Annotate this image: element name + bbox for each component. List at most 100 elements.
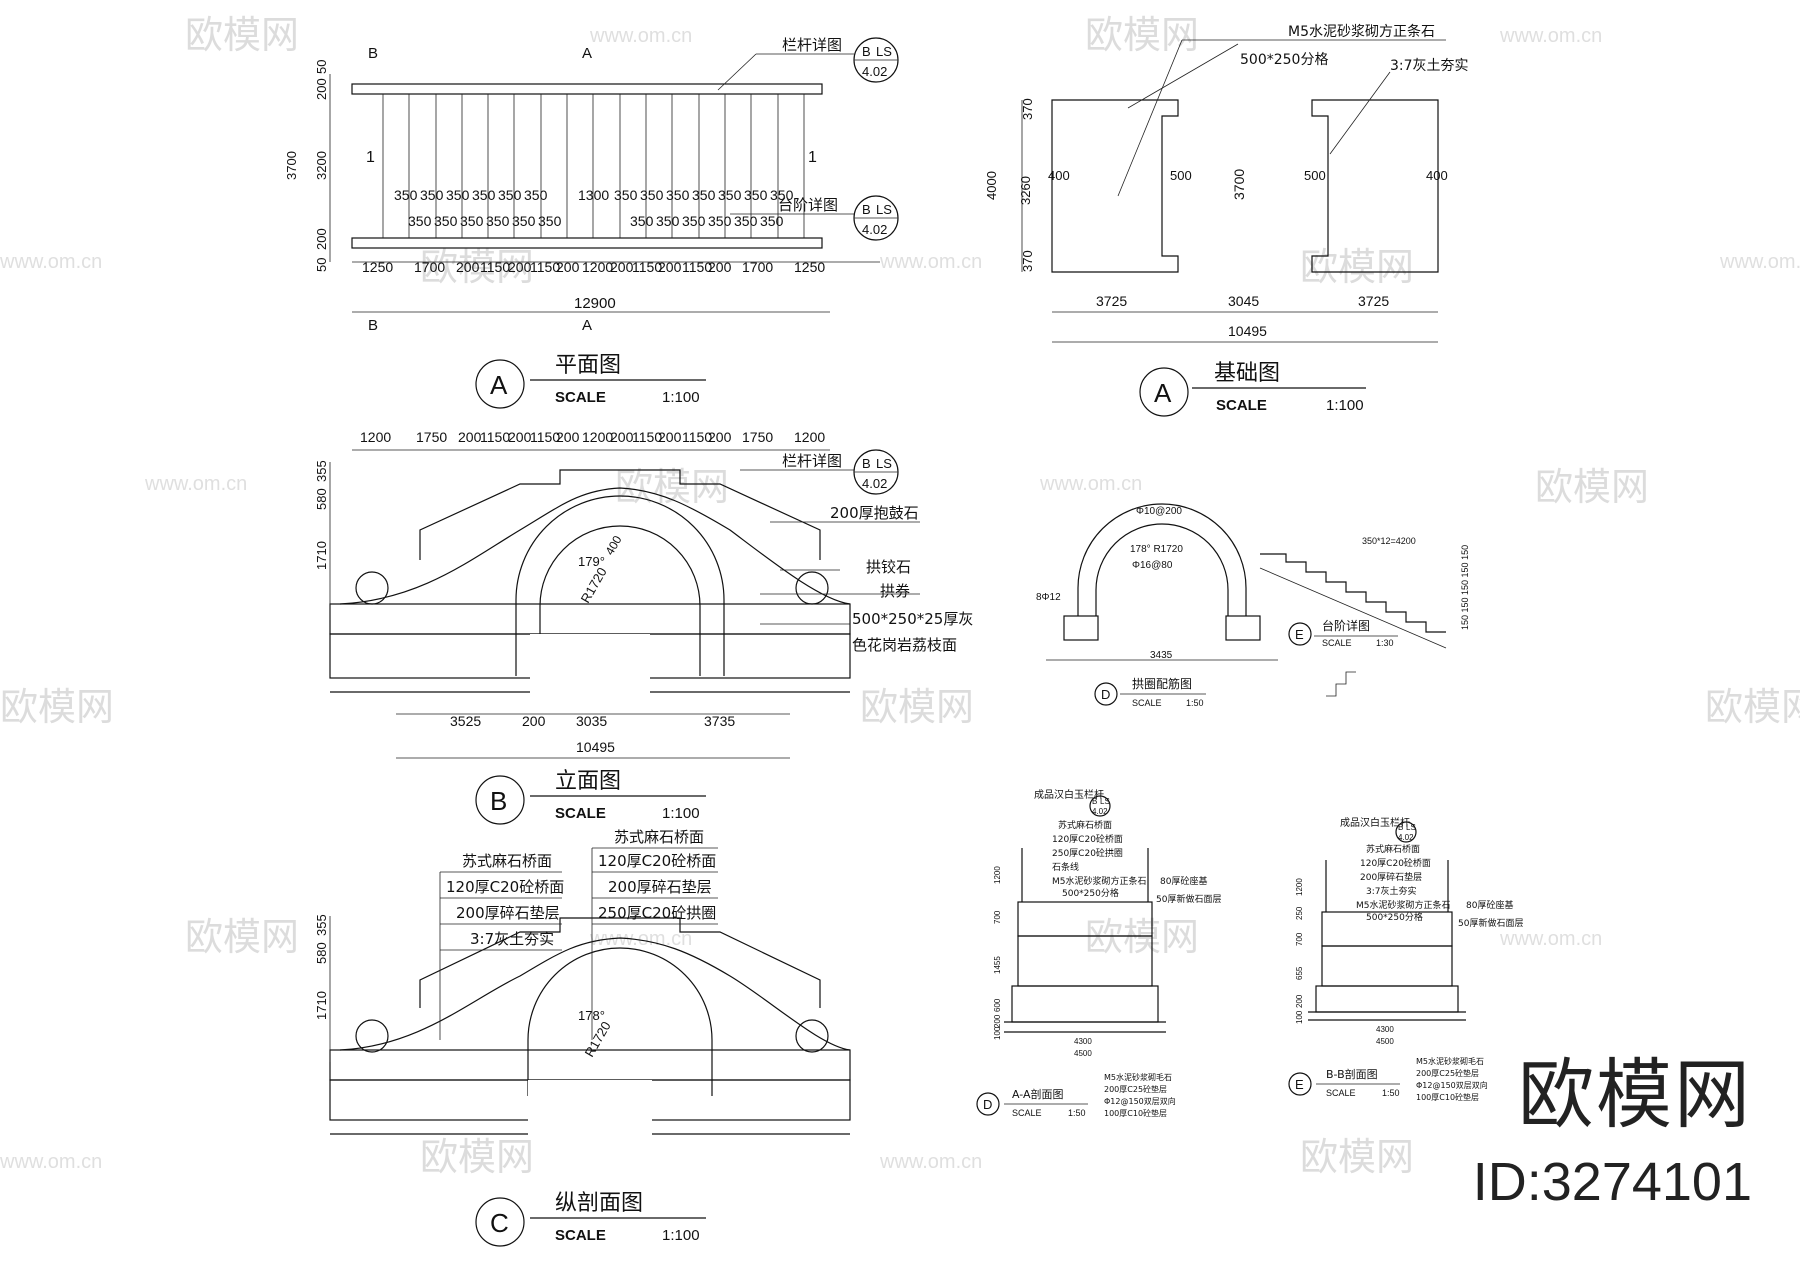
svg-text:655: 655: [1295, 966, 1304, 980]
svg-text:D: D: [983, 1097, 992, 1112]
svg-text:3525: 3525: [450, 713, 481, 729]
arch-rebar-title: 拱圈配筋图: [1132, 676, 1192, 691]
foundation-mid-dim: 3700: [1231, 169, 1247, 200]
foundation-note3: 3:7灰土夯实: [1390, 58, 1469, 74]
svg-text:3260: 3260: [1018, 176, 1033, 205]
svg-text:200厚碎石垫层: 200厚碎石垫层: [456, 904, 560, 922]
section-bb-marker: [1288, 1072, 1312, 1096]
watermark-brand: 欧模网: [860, 685, 974, 729]
plan-step-detail: 台阶详图: [778, 196, 838, 214]
svg-text:1150: 1150: [632, 259, 662, 275]
svg-text:580: 580: [314, 488, 329, 510]
svg-text:1200: 1200: [582, 429, 613, 445]
svg-text:150 150 150 150 150: 150 150 150 150 150: [1460, 545, 1470, 630]
plan-section-b-top: B: [368, 45, 378, 62]
watermark-site: www.om.cn: [879, 1151, 982, 1173]
watermark-brand: 欧模网: [1300, 1135, 1414, 1179]
watermark-brand: 欧模网: [185, 915, 299, 959]
svg-text:B: B: [862, 202, 871, 217]
svg-text:350: 350: [538, 213, 562, 229]
elevation-drum-label: 200厚抱鼓石: [830, 504, 919, 522]
svg-text:1250: 1250: [794, 259, 825, 275]
step-title: 台阶详图: [1322, 618, 1370, 633]
elevation-keystone-label: 拱铰石: [866, 558, 911, 576]
svg-text:200: 200: [708, 259, 732, 275]
watermark-site: www.om.cn: [589, 928, 692, 950]
svg-text:1750: 1750: [416, 429, 447, 445]
svg-text:200厚C25砼垫层: 200厚C25砼垫层: [1416, 1068, 1479, 1078]
foundation-total: 10495: [1228, 323, 1267, 339]
watermark-brand: 欧模网: [420, 245, 534, 289]
svg-text:200厚碎石垫层: 200厚碎石垫层: [608, 878, 712, 896]
longitudinal-left-notes: 苏式麻石桥面 120厚C20砼桥面 200厚碎石垫层 3:7灰土夯实: [446, 852, 564, 948]
watermark-brand: 欧模网: [185, 13, 299, 57]
svg-text:200: 200: [314, 78, 329, 100]
section-aa-view: 成品汉白玉栏杆 B LS 4.02 苏式麻石桥面 120厚C20砼桥面 250厚…: [976, 788, 1221, 1118]
svg-text:3735: 3735: [704, 713, 735, 729]
longitudinal-scale-label: SCALE: [555, 1227, 606, 1244]
svg-text:LS: LS: [876, 44, 892, 59]
svg-text:350: 350: [744, 187, 768, 203]
plan-railing-detail: 栏杆详图: [782, 36, 842, 54]
elevation-title: 立面图: [555, 769, 621, 794]
elevation-dims-left: 355 580 1710: [314, 460, 329, 570]
watermark-brand: 欧模网: [1085, 915, 1199, 959]
svg-text:200: 200: [314, 228, 329, 250]
svg-text:200: 200: [508, 259, 532, 275]
svg-text:200: 200: [456, 259, 480, 275]
watermark-site: www.om.cn: [1499, 928, 1602, 950]
elevation-arch-label: 拱券: [880, 582, 910, 600]
svg-text:350: 350: [770, 187, 794, 203]
plan-section-a-bottom: A: [582, 317, 592, 334]
elevation-dims-bottom: 3525 200 3035 3735: [450, 713, 735, 729]
step-detail-view: 350*12=4200 150 150 150 150 150 E 台阶详图 S…: [1259, 536, 1470, 697]
svg-text:3:7灰土夯实: 3:7灰土夯实: [1366, 885, 1417, 897]
plan-rail-top: [351, 83, 823, 95]
svg-text:Φ12@150双层双向: Φ12@150双层双向: [1416, 1080, 1488, 1090]
svg-text:3700: 3700: [284, 151, 299, 180]
svg-text:100厚C10砼垫层: 100厚C10砼垫层: [1104, 1108, 1167, 1118]
svg-text:1150: 1150: [632, 429, 662, 445]
svg-text:500: 500: [1170, 168, 1192, 183]
svg-text:3035: 3035: [576, 713, 607, 729]
foundation-note1: M5水泥砂浆砌方正条石: [1288, 23, 1435, 40]
section-aa-marker: [976, 1092, 1000, 1116]
svg-text:A: A: [1154, 378, 1172, 408]
elevation-angle: 179°: [578, 554, 605, 569]
svg-text:4500: 4500: [1376, 1037, 1394, 1046]
watermark-brand: 欧模网: [420, 1135, 534, 1179]
svg-text:石条线: 石条线: [1052, 861, 1079, 873]
svg-text:1150: 1150: [682, 259, 712, 275]
arch-rebar-top-note: Φ10@200: [1136, 506, 1182, 517]
svg-text:B: B: [1092, 797, 1097, 806]
svg-text:1150: 1150: [682, 429, 712, 445]
svg-text:A: A: [490, 370, 508, 400]
svg-text:200厚C25砼垫层: 200厚C25砼垫层: [1104, 1084, 1167, 1094]
svg-text:500*250分格: 500*250分格: [1062, 887, 1119, 899]
svg-text:50厚新做石面层: 50厚新做石面层: [1156, 893, 1221, 905]
svg-text:350*12=4200: 350*12=4200: [1362, 536, 1416, 546]
svg-text:350: 350: [498, 187, 522, 203]
svg-text:3045: 3045: [1228, 293, 1259, 309]
svg-text:100厚C10砼垫层: 100厚C10砼垫层: [1416, 1092, 1479, 1102]
svg-text:200: 200: [556, 429, 580, 445]
svg-text:350: 350: [718, 187, 742, 203]
plan-section-1-left: 1: [366, 149, 375, 166]
svg-text:4.02: 4.02: [862, 476, 887, 491]
svg-text:4300: 4300: [1376, 1025, 1394, 1034]
plan-scale: 1:100: [662, 389, 700, 406]
svg-text:200: 200: [1295, 994, 1304, 1008]
svg-text:苏式麻石桥面: 苏式麻石桥面: [614, 828, 704, 846]
elevation-granite-2: 色花岗岩荔枝面: [852, 636, 957, 654]
svg-text:SCALE: SCALE: [1012, 1108, 1042, 1118]
svg-text:1200: 1200: [1295, 878, 1304, 896]
svg-text:350: 350: [408, 213, 432, 229]
svg-text:1700: 1700: [414, 259, 445, 275]
svg-text:4.02: 4.02: [1398, 833, 1414, 842]
svg-text:4500: 4500: [1074, 1049, 1092, 1058]
svg-text:400: 400: [1426, 168, 1448, 183]
svg-text:120厚C20砼桥面: 120厚C20砼桥面: [598, 852, 716, 870]
